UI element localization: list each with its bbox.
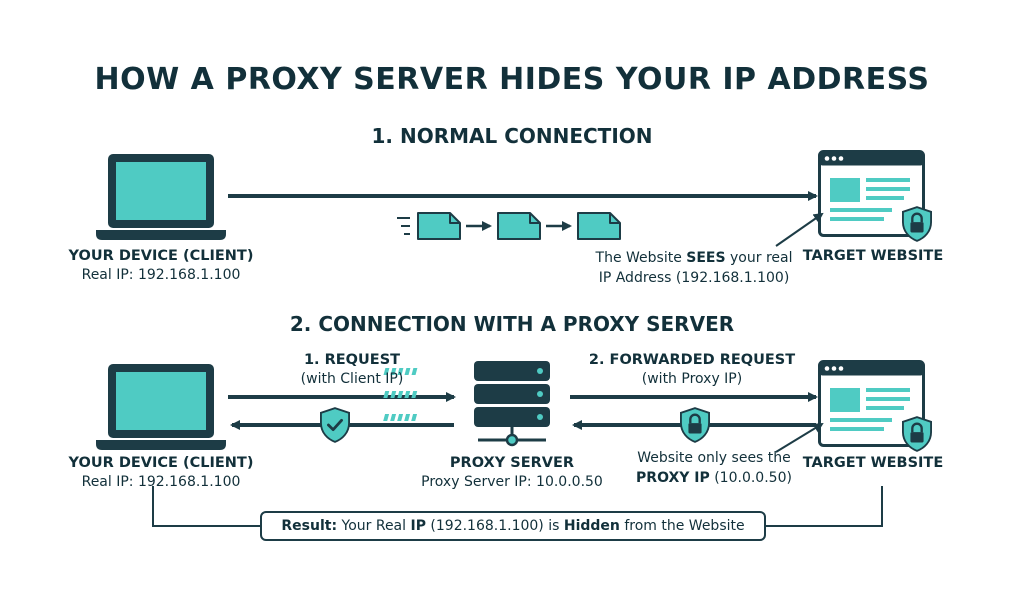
proxy-ip: Proxy Server IP: 10.0.0.50 [421,474,603,490]
result-bracket-right [766,486,883,527]
proxy-label: PROXY SERVER [449,455,575,471]
section2-heading: 2. CONNECTION WITH A PROXY SERVER [289,312,735,336]
data-packets [397,212,621,240]
forward-sub: (with Proxy IP) [641,371,743,387]
client-ip: Real IP: 192.168.1.100 [81,474,241,490]
page-title: HOW A PROXY SERVER HIDES YOUR IP ADDRESS [94,62,930,97]
request-sub: (with Client IP) [300,371,404,387]
laptop-icon [96,364,226,450]
file-icon [577,212,621,240]
client-ip: Real IP: 192.168.1.100 [81,267,241,283]
website-sees-proxy-note: Website only sees the PROXY IP (10.0.0.5… [636,450,792,486]
file-icon [417,212,461,240]
file-icon [497,212,541,240]
forward-label: 2. FORWARDED REQUEST [588,352,796,368]
pointer-arrow [775,422,824,453]
shield-check-icon [320,407,350,443]
target-label: TARGET WEBSITE [802,455,944,471]
client-label: YOUR DEVICE (CLIENT) [68,248,254,264]
website-sees-note: The Website SEES your real IP Address (1… [595,250,793,286]
target-label: TARGET WEBSITE [802,248,944,264]
section1-heading: 1. NORMAL CONNECTION [371,124,653,148]
result-box: Result: Your Real IP (192.168.1.100) is … [260,511,766,541]
request-label: 1. REQUEST [303,352,401,368]
client-label: YOUR DEVICE (CLIENT) [68,455,254,471]
pointer-arrow [775,212,824,247]
result-bracket-left [152,486,260,527]
server-icon [383,361,550,447]
shield-lock-icon [680,407,710,443]
laptop-icon [96,154,226,240]
